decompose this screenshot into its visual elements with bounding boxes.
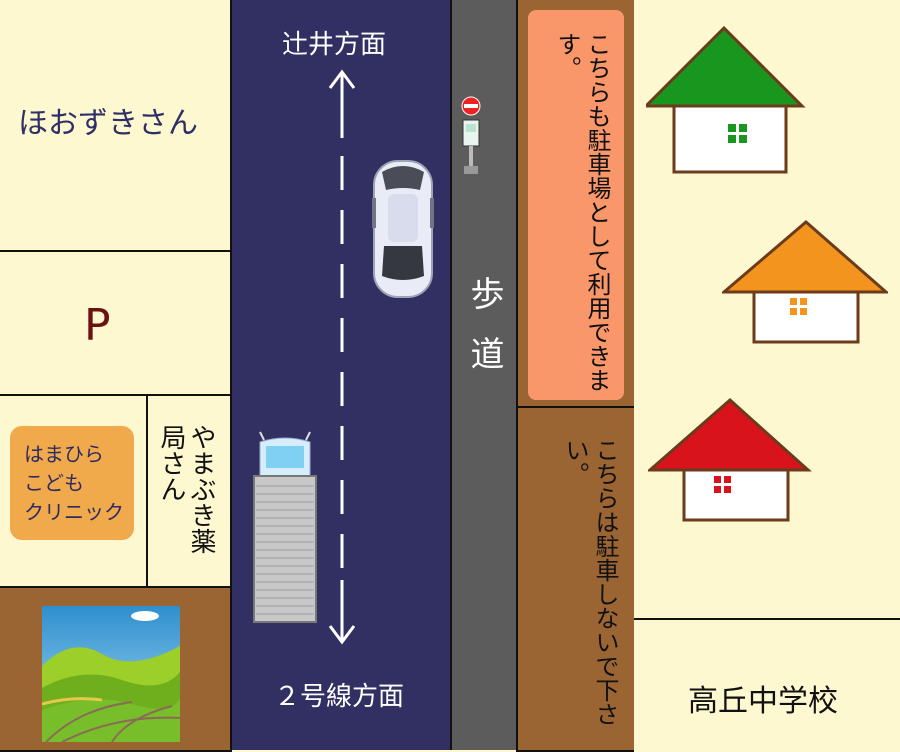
house-icon	[722, 220, 888, 344]
clinic-line-3: クリニック	[24, 500, 124, 524]
block-field	[0, 586, 232, 752]
window-icon	[728, 124, 747, 143]
sidewalk: 歩道	[452, 0, 518, 750]
lot-allowed: こちらも駐車場として利用できます。	[516, 0, 636, 408]
label-hoozuki: ほおずきさん	[18, 106, 198, 141]
bus-stop-icon	[461, 96, 481, 174]
clinic-line-2: こども	[24, 471, 84, 495]
note-allowed: こちらも駐車場として利用できます。	[553, 32, 611, 392]
label-parking: P	[84, 300, 111, 351]
label-north-direction: 辻井方面	[282, 30, 387, 60]
block-clinic: はまひら こども クリニック	[0, 394, 148, 588]
house-icon	[648, 398, 812, 522]
residential-area	[634, 0, 900, 620]
block-school: 高丘中学校	[634, 618, 900, 752]
label-school: 高丘中学校	[688, 684, 838, 719]
block-parking: P	[0, 250, 232, 396]
note-forbidden: こちらは駐車しないで下さい。	[561, 438, 619, 726]
note-allowed-box: こちらも駐車場として利用できます。	[528, 10, 624, 400]
clinic-line-1: はまひら	[24, 442, 104, 466]
block-hoozuki: ほおずきさん	[0, 0, 232, 252]
road: 辻井方面 ２号線方面	[230, 0, 452, 750]
arrow-south-icon	[328, 580, 356, 645]
window-icon	[790, 298, 807, 315]
landscape-illustration	[42, 606, 180, 742]
lot-forbidden: こちらは駐車しないで下さい。	[516, 406, 636, 752]
lane-markings	[328, 69, 356, 645]
house-icon	[646, 26, 806, 174]
window-icon	[714, 476, 731, 493]
car-icon	[372, 160, 434, 298]
label-sidewalk: 歩道	[464, 276, 504, 396]
clinic-sign: はまひら こども クリニック	[10, 426, 134, 540]
label-south-direction: ２号線方面	[274, 682, 405, 712]
block-pharmacy: やまぶき薬局さん	[146, 394, 232, 588]
arrow-north-icon	[328, 69, 356, 138]
label-pharmacy: やまぶき薬局さん	[156, 424, 216, 554]
truck-icon	[253, 431, 317, 623]
